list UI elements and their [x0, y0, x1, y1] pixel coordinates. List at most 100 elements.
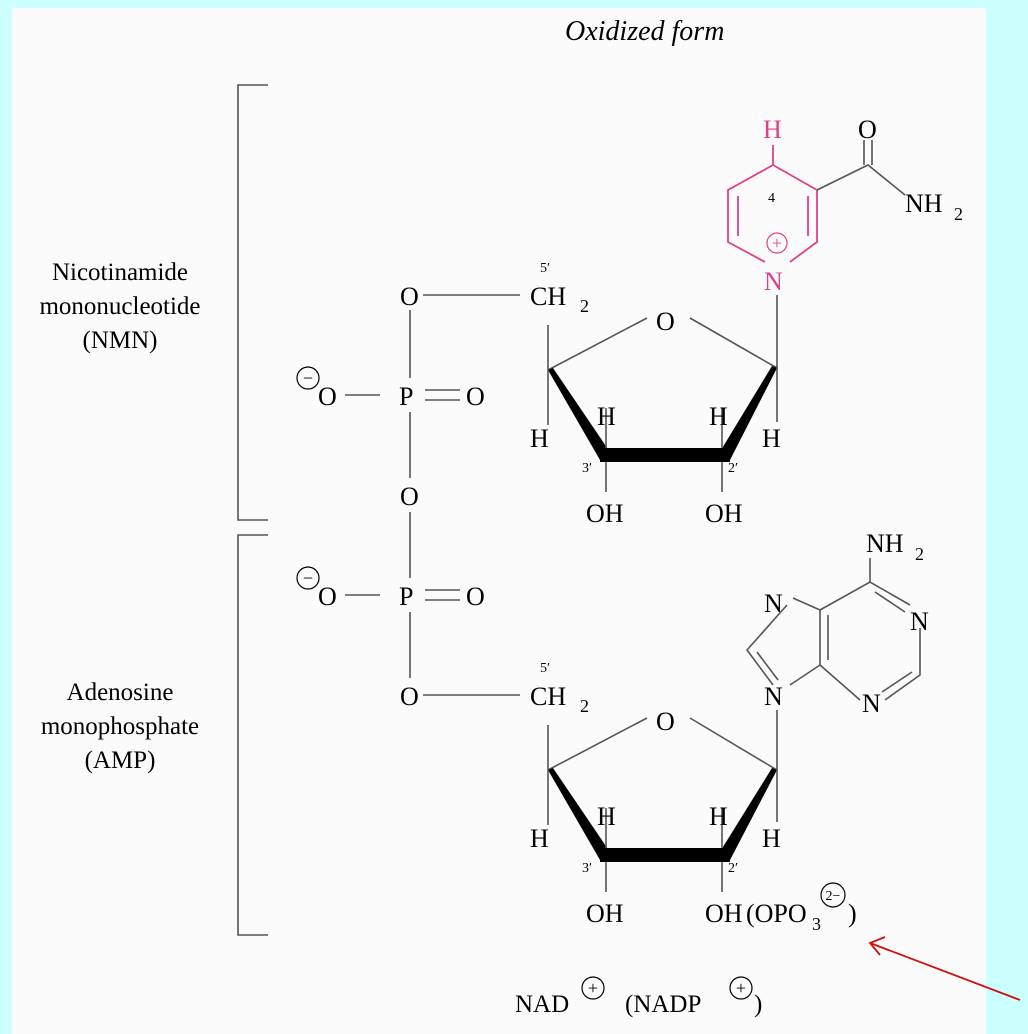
- atom-n9: N: [764, 682, 783, 711]
- nmn-label-line3: (NMN): [83, 327, 158, 354]
- atom-o-5p-nmn: O: [400, 282, 419, 311]
- atom-nh-amide: NH: [905, 189, 943, 218]
- negative-charge-circle-lower: [296, 566, 320, 590]
- atom-h-c1-amp: H: [762, 824, 781, 853]
- atom-p-lower: P: [399, 582, 413, 611]
- ribose-amp: O H H H H 3′ 2′ OH OH: [530, 707, 781, 928]
- atom-oh-c3-nmn: OH: [586, 499, 624, 528]
- atom-oh-c3-amp: OH: [586, 899, 624, 928]
- arrow-head: [868, 936, 886, 956]
- caption-nadp-close: ): [754, 991, 762, 1018]
- nicotinamide-ring: H N +: [727, 115, 818, 296]
- pyridinium-ring-bonds: [727, 164, 818, 263]
- atom-h-c2-nmn: H: [709, 402, 728, 431]
- opo-text: (OPO: [746, 899, 807, 928]
- amide-carbonyl-double-bond: [863, 140, 873, 165]
- negative-charge-sign-upper: −: [303, 368, 313, 388]
- ribose-amp-ring-bonds: [547, 717, 778, 771]
- position-label-2p-nmn: 2′: [728, 461, 738, 476]
- atom-oh-c2-amp: OH: [705, 899, 743, 928]
- atom-o-5p-amp: O: [400, 682, 419, 711]
- figure-title: Oxidized form: [565, 16, 724, 47]
- nmn-label-line2: mononucleotide: [39, 293, 200, 320]
- negative-charge-sign-lower: −: [303, 568, 313, 588]
- positive-charge-circle: [766, 232, 788, 254]
- ribose-amp-wedge-right: [718, 768, 777, 860]
- position-label-5p-nmn: 5′: [540, 261, 550, 276]
- nmn-label-line1: Nicotinamide: [52, 259, 188, 286]
- ribose-nmn: O H H H H 3′ 2′ OH OH: [530, 307, 781, 528]
- atom-o-double-upper: O: [466, 382, 485, 411]
- atom-ch-5p-nmn: CH: [530, 282, 566, 311]
- position-label-5p-amp: 5′: [540, 661, 550, 676]
- pyrimidine-double-bond-lower: [881, 671, 913, 693]
- position-label-3p-nmn: 3′: [582, 461, 592, 476]
- amine-subscript-2: 2: [915, 544, 924, 564]
- two-minus-charge-circle: [820, 882, 846, 908]
- atom-n1: N: [910, 607, 929, 636]
- figure-panel: [12, 8, 986, 1034]
- ribose-nmn-wedge-left: [548, 368, 612, 460]
- diphosphate-bridge: O − O P O O − O P O O: [296, 282, 520, 711]
- amp-label-line3: (AMP): [85, 747, 156, 774]
- nmn-bracket: [237, 84, 268, 521]
- atom-o-bridge: O: [400, 482, 419, 511]
- amp-bracket: [237, 534, 268, 936]
- atom-n-pyridinium: N: [764, 267, 783, 296]
- atom-o-double-lower: O: [466, 582, 485, 611]
- pyrimidine-ring-bonds: [819, 581, 921, 701]
- amide-subscript-2: 2: [954, 204, 963, 224]
- ribose-amp-wedge-left: [548, 768, 612, 860]
- ribose-nmn-wedge-right: [718, 366, 777, 460]
- phosphate-2p-group: (OPO 3 2− ): [746, 882, 857, 934]
- atom-oh-c2-nmn: OH: [705, 499, 743, 528]
- atom-nh-amine: NH: [866, 529, 904, 558]
- ch-subscript-2-amp: 2: [580, 696, 589, 716]
- ribose-nmn-h-bonds: [605, 408, 723, 448]
- atom-h-c4: H: [763, 115, 782, 144]
- ribose-nmn-bold-bond: [600, 448, 730, 462]
- position-label-3p-amp: 3′: [582, 861, 592, 876]
- atom-h-c4-amp: H: [530, 824, 549, 853]
- atom-ch-5p-amp: CH: [530, 682, 566, 711]
- position-label-4: 4: [768, 191, 775, 206]
- atom-h-c3-amp: H: [597, 802, 616, 831]
- atom-p-upper: P: [399, 382, 413, 411]
- caption-nad-charge-sign: +: [588, 978, 598, 998]
- opo-subscript-3: 3: [812, 914, 821, 934]
- imidazole-double-bond: [756, 651, 779, 681]
- atom-n7: N: [764, 589, 783, 618]
- ribose-nmn-oh-bonds: [605, 462, 723, 492]
- amp-label-line2: monophosphate: [41, 713, 199, 740]
- caption-nadp-charge-sign: +: [736, 978, 746, 998]
- atom-n3: N: [862, 689, 881, 718]
- adenine-base: NH 2 N N N N: [745, 529, 929, 718]
- amide-bonds: [816, 164, 906, 196]
- caption-nad: NAD: [515, 991, 569, 1018]
- ribose-nmn-ring-bonds: [547, 317, 778, 371]
- positive-charge-sign: +: [772, 233, 782, 253]
- atom-o-ribose-nmn: O: [656, 307, 675, 336]
- pyrimidine-double-bond-upper: [874, 591, 906, 613]
- arrow-shaft: [869, 942, 1021, 1001]
- atom-o-minus-upper: O: [318, 382, 337, 411]
- p-o-double-upper: [425, 389, 460, 401]
- ribose-amp-bold-bond: [600, 848, 730, 862]
- caption-nadp-charge-circle: [729, 976, 753, 1000]
- atom-h-c2-amp: H: [709, 802, 728, 831]
- caption: NAD + (NADP + ): [515, 976, 762, 1018]
- ribose-amp-oh-bonds: [605, 862, 723, 892]
- position-label-2p-amp: 2′: [728, 861, 738, 876]
- caption-nad-charge-circle: [581, 976, 605, 1000]
- atom-h-c4-nmn: H: [530, 424, 549, 453]
- atom-h-c1-nmn: H: [762, 424, 781, 453]
- opo-close-paren: ): [848, 899, 857, 928]
- amp-label-line1: Adenosine: [67, 679, 174, 706]
- atom-h-c3-nmn: H: [597, 402, 616, 431]
- highlight-arrow: [868, 936, 1021, 1001]
- p-o-double-lower: [425, 589, 460, 601]
- two-minus-charge-sign: 2−: [826, 889, 841, 904]
- atom-o-carbonyl: O: [858, 115, 877, 144]
